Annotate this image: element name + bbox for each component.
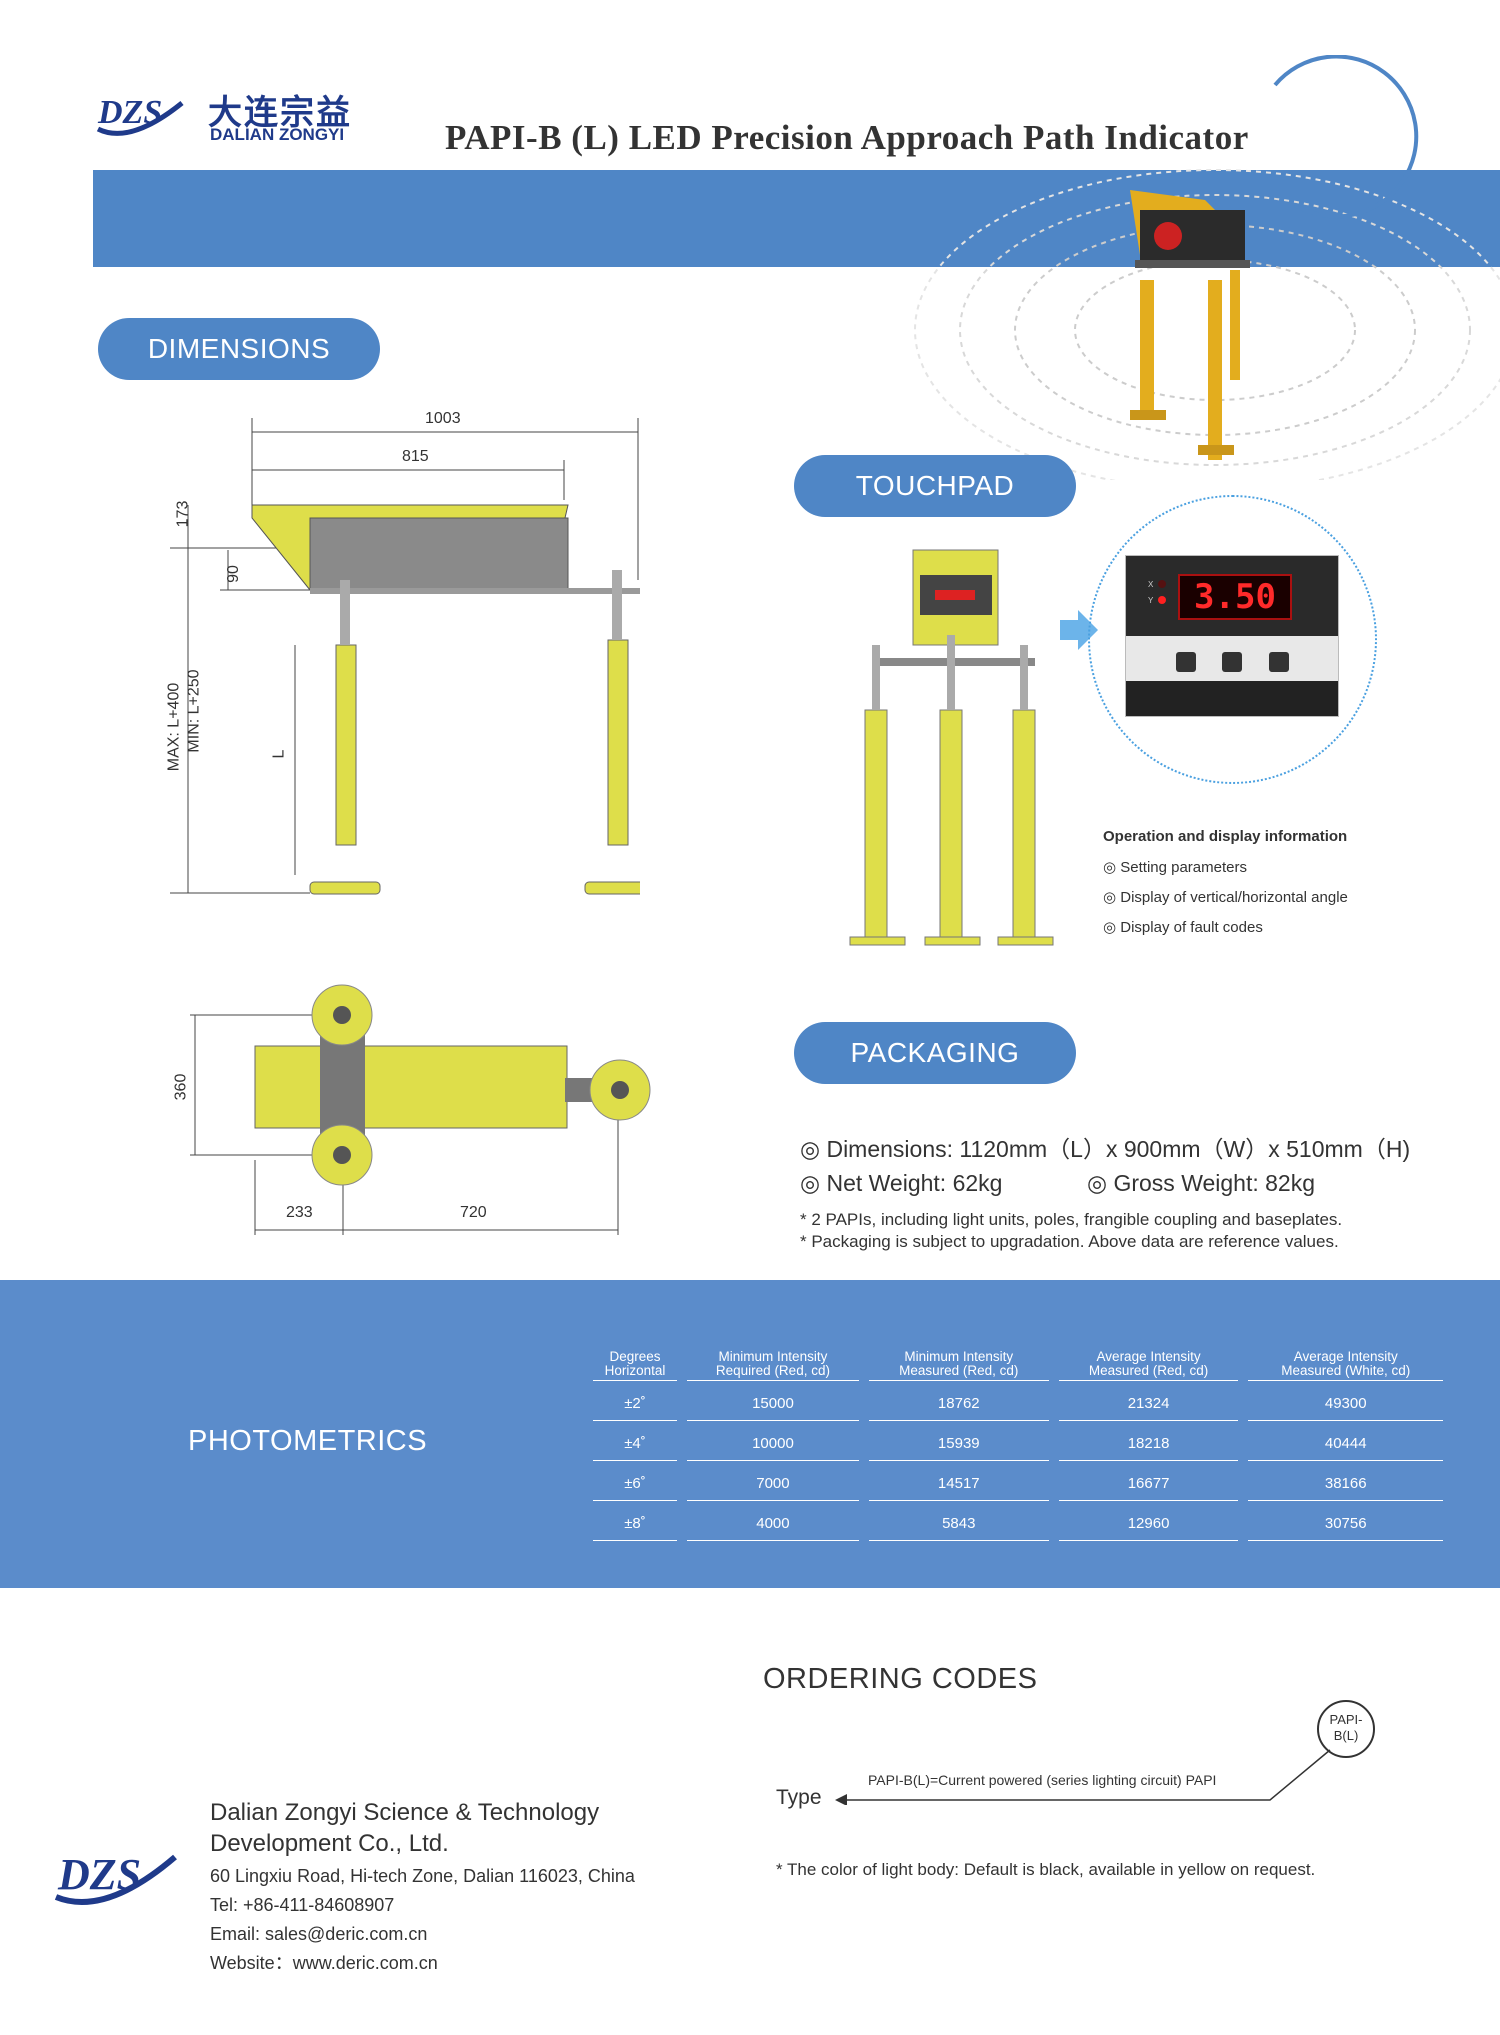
arrow-right-icon (1060, 610, 1098, 650)
touchpad-info-item: ◎ Display of fault codes (1103, 919, 1263, 936)
dimensions-section-label: DIMENSIONS (98, 318, 380, 380)
dim-width-total: 1003 (425, 410, 461, 427)
table-cell: 18762 (868, 1381, 1049, 1421)
dim-width-body: 815 (402, 448, 429, 465)
photometrics-title: PHOTOMETRICS (188, 1425, 428, 1457)
table-cell: 16677 (1058, 1461, 1239, 1501)
touchpad-section-label: TOUCHPAD (794, 455, 1076, 517)
ordering-note: * The color of light body: Default is bl… (776, 1860, 1316, 1879)
table-cell: 18218 (1058, 1421, 1239, 1461)
company-tel: Tel: +86-411-84608907 (210, 1895, 395, 1915)
led-y-label: Y (1148, 596, 1154, 605)
table-row: ±6˚ 7000 14517 16677 38166 (593, 1461, 1443, 1501)
ordering-type-label: Type (776, 1786, 822, 1809)
dim-height-top: 173 (174, 500, 192, 528)
table-cell: 12960 (1058, 1501, 1239, 1541)
packaging-dimensions: ◎ Dimensions: 1120mm（L）x 900mm（W）x 510mm… (800, 1136, 1411, 1162)
ordering-code-description: PAPI-B(L)=Current powered (series lighti… (868, 1772, 1217, 1788)
led-x-label: X (1148, 580, 1154, 589)
packaging-note: * 2 PAPIs, including light units, poles,… (800, 1210, 1343, 1229)
table-cell: 4000 (687, 1501, 859, 1541)
touchpad-zoom-circle (1088, 495, 1377, 784)
dim-leg: L (270, 749, 288, 759)
dim-depth: 360 (172, 1073, 190, 1101)
table-cell: 30756 (1248, 1501, 1443, 1541)
ordering-codes-title: ORDERING CODES (763, 1663, 1038, 1695)
company-email[interactable]: Email: sales@deric.com.cn (210, 1924, 428, 1944)
packaging-net-weight: ◎ Net Weight: 62kg (800, 1170, 1003, 1196)
touchpad-display-value: 3.50 (1178, 574, 1292, 620)
top-view-drawing (190, 984, 651, 1235)
table-cell: 38166 (1248, 1461, 1443, 1501)
xy-button[interactable] (1269, 652, 1289, 672)
photometrics-band (0, 1280, 1500, 1588)
decorative-rings-graphic (914, 169, 1500, 480)
packaging-gross-weight: ◎ Gross Weight: 82kg (1087, 1170, 1316, 1196)
company-name-line1: Dalian Zongyi Science & Technology (210, 1799, 600, 1826)
refresh-button[interactable] (1222, 652, 1242, 672)
ordering-code-circle: PAPI- B(L) (1317, 1700, 1375, 1758)
table-cell: 7000 (687, 1461, 859, 1501)
footer-logo-mark: DZS (57, 1850, 141, 1899)
side-view-drawing (170, 418, 640, 895)
table-row: ±4˚ 10000 15939 18218 40444 (593, 1421, 1443, 1461)
header-banner (93, 170, 1500, 267)
dim-height-mid: 90 (224, 565, 242, 583)
packaging-section-label: PACKAGING (794, 1022, 1076, 1084)
table-cell: 40444 (1248, 1421, 1443, 1461)
touchpad-panel: 3.50 X Y (1125, 555, 1339, 717)
dim-min: MIN: L+250 (185, 669, 203, 753)
table-cell: ±6˚ (593, 1461, 677, 1501)
company-website[interactable]: Website：www.deric.com.cn (210, 1953, 438, 1973)
touchpad-unit-illustration (849, 549, 1054, 946)
table-cell: 10000 (687, 1421, 859, 1461)
settings-button[interactable] (1176, 652, 1196, 672)
dim-max: MAX: L+400 (165, 682, 183, 772)
table-cell: 5843 (868, 1501, 1049, 1541)
logo-cn-text: 大连宗益 (208, 93, 352, 133)
ordering-leader-line (835, 1749, 1331, 1805)
table-cell: 49300 (1248, 1381, 1443, 1421)
code-circle-line2: B(L) (1333, 1728, 1359, 1743)
company-name-line2: Development Co., Ltd. (210, 1830, 449, 1857)
brand-logo: DZS 大连宗益 DALIAN ZONGYI (90, 85, 390, 145)
panel-bottom-bar (1126, 681, 1338, 716)
papi-unit-illustration (1130, 190, 1250, 460)
logo-en-text: DALIAN ZONGYI (210, 125, 345, 144)
table-row: ±8˚ 4000 5843 12960 30756 (593, 1501, 1443, 1541)
table-cell: ±2˚ (593, 1381, 677, 1421)
dzs-logo-icon: DZS (96, 94, 184, 136)
table-cell: ±4˚ (593, 1421, 677, 1461)
footer-logo-icon: DZS (54, 1850, 177, 1905)
table-cell: 15000 (687, 1381, 859, 1421)
touchpad-info-item: ◎ Setting parameters (1103, 859, 1247, 876)
table-cell: 14517 (868, 1461, 1049, 1501)
touchpad-info-item: ◎ Display of vertical/horizontal angle (1103, 889, 1348, 906)
packaging-note: * Packaging is subject to upgradation. A… (800, 1232, 1339, 1251)
led-y-indicator (1158, 596, 1166, 604)
logo-mark: DZS (97, 94, 162, 131)
page-title: PAPI-B (L) LED Precision Approach Path I… (445, 118, 1249, 157)
header-arc-graphic (1273, 55, 1419, 219)
code-circle-line1: PAPI- (1329, 1712, 1363, 1727)
table-cell: 15939 (868, 1421, 1049, 1461)
dim-base-right: 720 (460, 1204, 487, 1221)
dim-base-left: 233 (286, 1204, 313, 1221)
table-row: ±2˚ 15000 18762 21324 49300 (593, 1381, 1443, 1421)
table-cell: ±8˚ (593, 1501, 677, 1541)
touchpad-info-title: Operation and display information (1103, 828, 1348, 845)
table-cell: 21324 (1058, 1381, 1239, 1421)
company-address: 60 Lingxiu Road, Hi-tech Zone, Dalian 11… (210, 1866, 635, 1886)
led-x-indicator (1158, 580, 1166, 588)
